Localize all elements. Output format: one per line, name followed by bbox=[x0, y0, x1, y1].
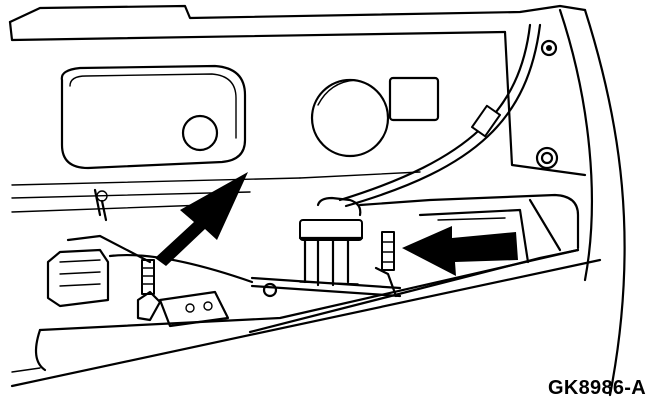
wire-harness bbox=[338, 23, 542, 208]
mounting-bolts bbox=[535, 39, 559, 170]
arrow-right-fastener bbox=[402, 226, 518, 276]
inner-trim-lines bbox=[11, 171, 421, 222]
latch-housing bbox=[358, 193, 580, 264]
bolt-icon bbox=[535, 146, 559, 170]
round-plug bbox=[181, 114, 219, 152]
wire-clip bbox=[470, 104, 502, 138]
figure-label: GK8986-A bbox=[548, 377, 646, 399]
speaker-opening bbox=[310, 78, 390, 158]
left-rod-clip bbox=[136, 259, 162, 322]
electrical-connector bbox=[298, 196, 364, 287]
door-bottom-panel bbox=[10, 248, 602, 388]
access-opening-left bbox=[60, 64, 247, 170]
right-rod-clip bbox=[374, 231, 398, 298]
bolt-icon bbox=[540, 39, 558, 57]
arrow-left-fastener bbox=[155, 172, 248, 266]
actuator-rod bbox=[250, 276, 402, 298]
door-panel-outline bbox=[8, 4, 626, 397]
square-plug bbox=[388, 76, 440, 122]
